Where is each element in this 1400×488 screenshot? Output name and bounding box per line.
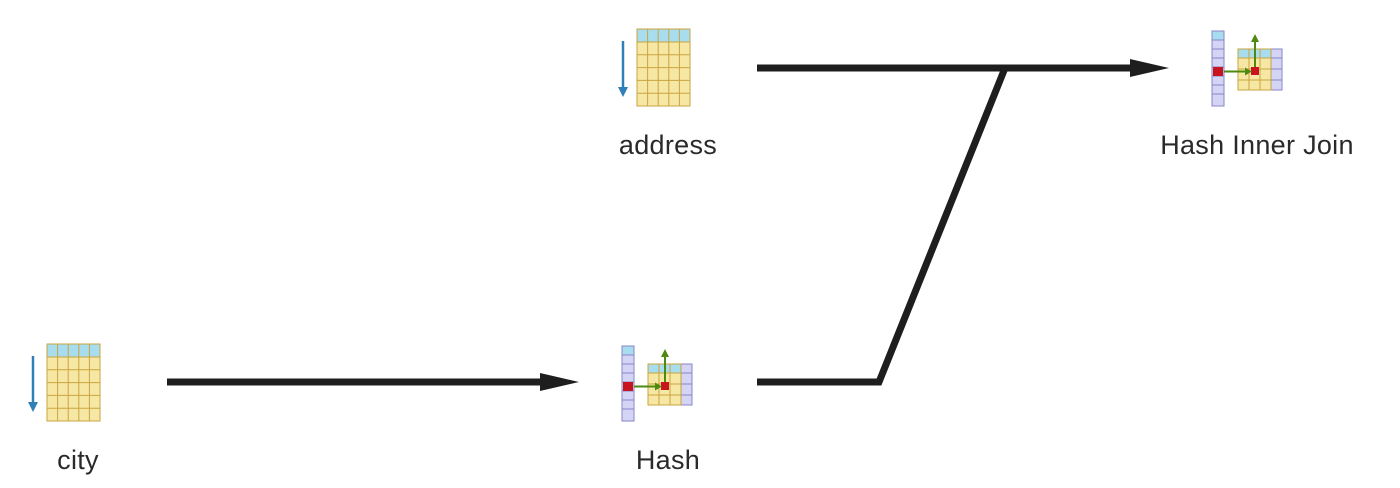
arrowhead	[540, 373, 579, 391]
edge-hash-to-join	[757, 66, 1009, 386]
edge-city-to-hash	[167, 373, 579, 391]
node-label-hash: Hash	[635, 445, 701, 475]
edge-address-to-join	[757, 59, 1169, 77]
hash-icon	[621, 345, 693, 422]
node-label-address: address	[618, 130, 718, 160]
arrowhead	[1130, 59, 1169, 77]
table-scan-icon	[616, 27, 692, 108]
hash-join-icon	[1211, 30, 1283, 107]
table-scan-icon	[26, 342, 102, 423]
node-label-city: city	[57, 445, 99, 475]
node-label-hash-inner-join: Hash Inner Join	[1160, 130, 1354, 160]
